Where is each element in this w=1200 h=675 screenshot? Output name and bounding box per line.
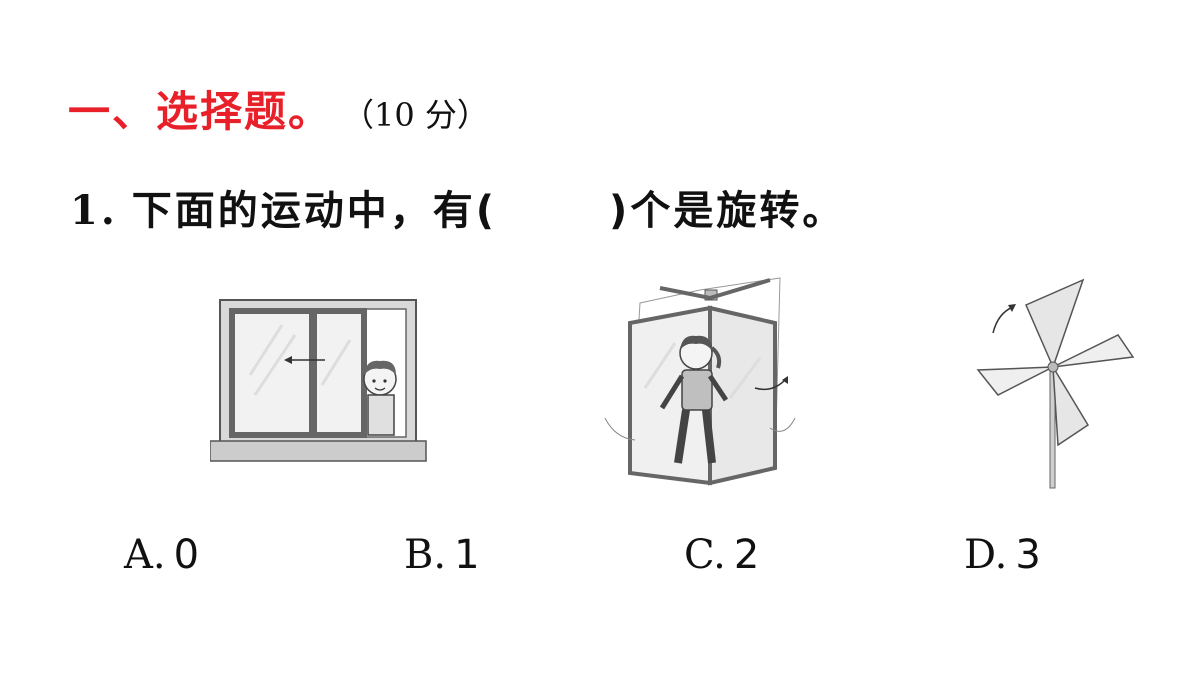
sliding-window-figure: [210, 299, 427, 462]
question-text-after: )个是旋转。: [609, 188, 846, 234]
revolving-door-figure: [604, 277, 796, 486]
section-title: 一、选择题。 （10 分）: [68, 78, 489, 139]
option-b[interactable]: B.1: [404, 532, 480, 578]
option-a-letter: A.: [124, 532, 166, 578]
option-b-value: 1: [454, 532, 480, 578]
question-number: 1.: [70, 187, 118, 234]
section-score: （10 分）: [342, 96, 489, 134]
option-a-value: 0: [173, 532, 200, 578]
option-c-letter: C.: [684, 532, 726, 578]
option-c[interactable]: C.2: [684, 532, 759, 578]
question-stem: 1. 下面的运动中，有( )个是旋转。: [70, 178, 845, 236]
option-a[interactable]: A.0: [124, 532, 199, 578]
answer-options: A.0 B.1 C.2 D.3: [0, 532, 1200, 592]
pinwheel-figure: [976, 278, 1135, 489]
option-d-letter: D.: [964, 532, 1008, 578]
option-d-value: 3: [1015, 532, 1041, 578]
option-d[interactable]: D.3: [964, 532, 1041, 578]
option-c-value: 2: [733, 532, 760, 578]
question-text-before: 下面的运动中，有(: [131, 188, 498, 234]
option-b-letter: B.: [404, 532, 447, 578]
section-heading: 一、选择题。: [68, 87, 333, 136]
